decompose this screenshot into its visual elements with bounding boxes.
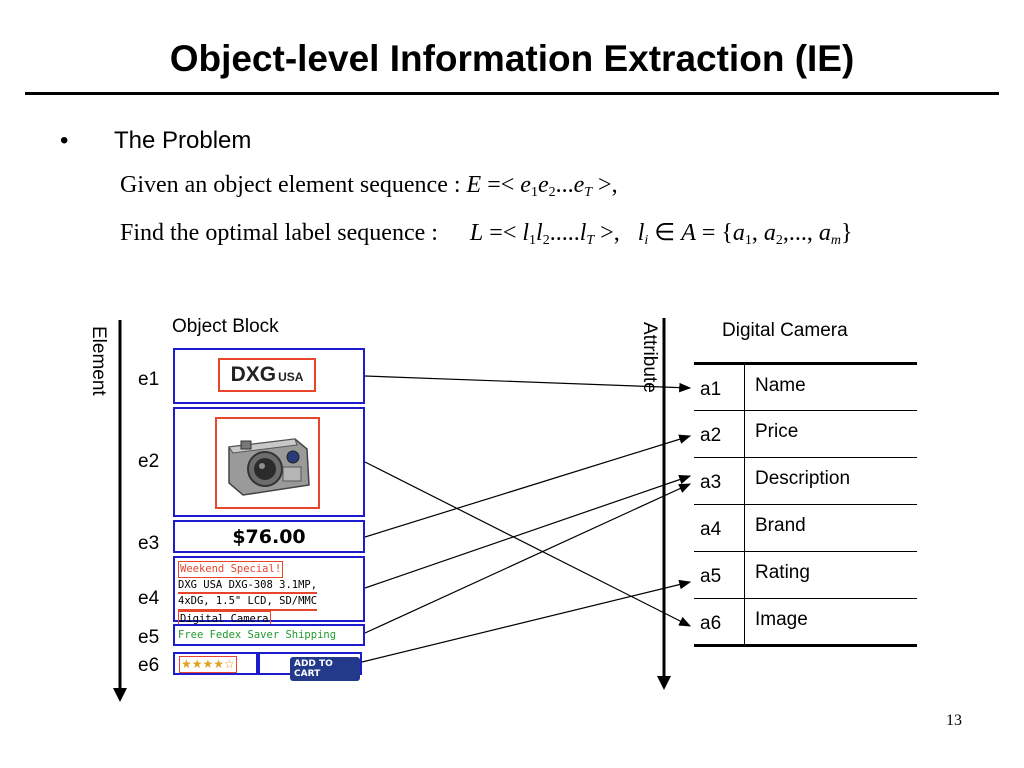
element-box-e6-rating: ★★★★☆: [173, 652, 258, 675]
element-box-e2: [173, 407, 365, 517]
attribute-row: a4 Brand: [694, 504, 917, 552]
math-line-1-prefix: Given an object element sequence :: [120, 172, 467, 198]
math-line-2-prefix: Find the optimal label sequence :: [120, 220, 444, 246]
description-text: Weekend Special! DXG USA DXG-308 3.1MP, …: [178, 561, 318, 627]
attribute-row: a1 Name: [694, 363, 917, 411]
mapping-arrow-e2-a6: [364, 461, 692, 627]
add-to-cart-button[interactable]: ADD TO CART: [290, 657, 360, 681]
slide-title: Object-level Information Extraction (IE): [169, 38, 855, 79]
attribute-axis-arrowhead: [657, 676, 671, 690]
attribute-name: Brand: [755, 515, 806, 536]
digital-camera-label: Digital Camera: [722, 320, 848, 341]
attribute-id: a4: [694, 504, 745, 552]
element-label-e6: e6: [138, 655, 160, 676]
element-label-e1: e1: [138, 369, 160, 390]
element-box-e5: Free Fedex Saver Shipping: [173, 624, 365, 646]
attribute-id: a1: [694, 363, 745, 411]
price-text: $76.00: [232, 526, 306, 548]
attribute-row: a3 Description: [694, 457, 917, 505]
element-axis-arrowhead: [113, 688, 127, 702]
object-block-label: Object Block: [172, 316, 279, 337]
math-line-2: Find the optimal label sequence : L =< l…: [120, 218, 853, 248]
attribute-row: a5 Rating: [694, 551, 917, 599]
attribute-table: a1 Name a2 Price a3 Description a4 Brand…: [694, 362, 917, 647]
mapping-arrow-e4-a3: [364, 474, 692, 589]
attribute-id: a2: [694, 410, 745, 458]
attribute-name: Description: [755, 468, 851, 489]
mapping-arrow-e1-a1: [364, 375, 692, 393]
description-line-3: 4xDG, 1.5" LCD, SD/MMC: [178, 594, 318, 611]
page-number: 13: [946, 712, 962, 729]
attribute-name: Image: [755, 609, 808, 630]
attribute-row: a2 Price: [694, 410, 917, 458]
element-box-e3: $76.00: [173, 520, 365, 553]
mapping-arrow-e6-a5: [361, 579, 692, 663]
mapping-arrow-e5-a3: [364, 483, 692, 634]
rating-stars: ★★★★☆: [179, 656, 237, 673]
attribute-id: a5: [694, 551, 745, 599]
math-line-2-formula: L =< l1l2.....lT >, li ∈ A = {a1, a2,...…: [469, 220, 853, 248]
attribute-name: Name: [755, 375, 806, 396]
element-box-e4: Weekend Special! DXG USA DXG-308 3.1MP, …: [173, 556, 365, 627]
shipping-text: Free Fedex Saver Shipping: [178, 629, 337, 641]
attribute-id: a6: [694, 598, 745, 646]
element-label-e2: e2: [138, 451, 160, 472]
title-divider: [25, 92, 999, 95]
math-line-1-formula: E =< e1e2...eT >,: [466, 172, 618, 200]
attribute-row: a6 Image: [694, 598, 917, 646]
element-box-e6-cart: ADD TO CART: [258, 652, 362, 681]
attribute-id: a3: [694, 457, 745, 505]
bullet-marker: •: [60, 127, 69, 154]
attribute-name: Price: [755, 421, 799, 442]
element-label-e5: e5: [138, 627, 160, 648]
element-label-e3: e3: [138, 533, 160, 554]
element-label-e4: e4: [138, 588, 160, 609]
product-image-frame: [215, 417, 320, 509]
mapping-arrow-e3-a2: [364, 434, 692, 538]
camera-image: [228, 438, 310, 496]
math-line-1: Given an object element sequence : E =< …: [120, 172, 618, 200]
attribute-name: Rating: [755, 562, 810, 583]
bullet-text: The Problem: [114, 127, 252, 154]
